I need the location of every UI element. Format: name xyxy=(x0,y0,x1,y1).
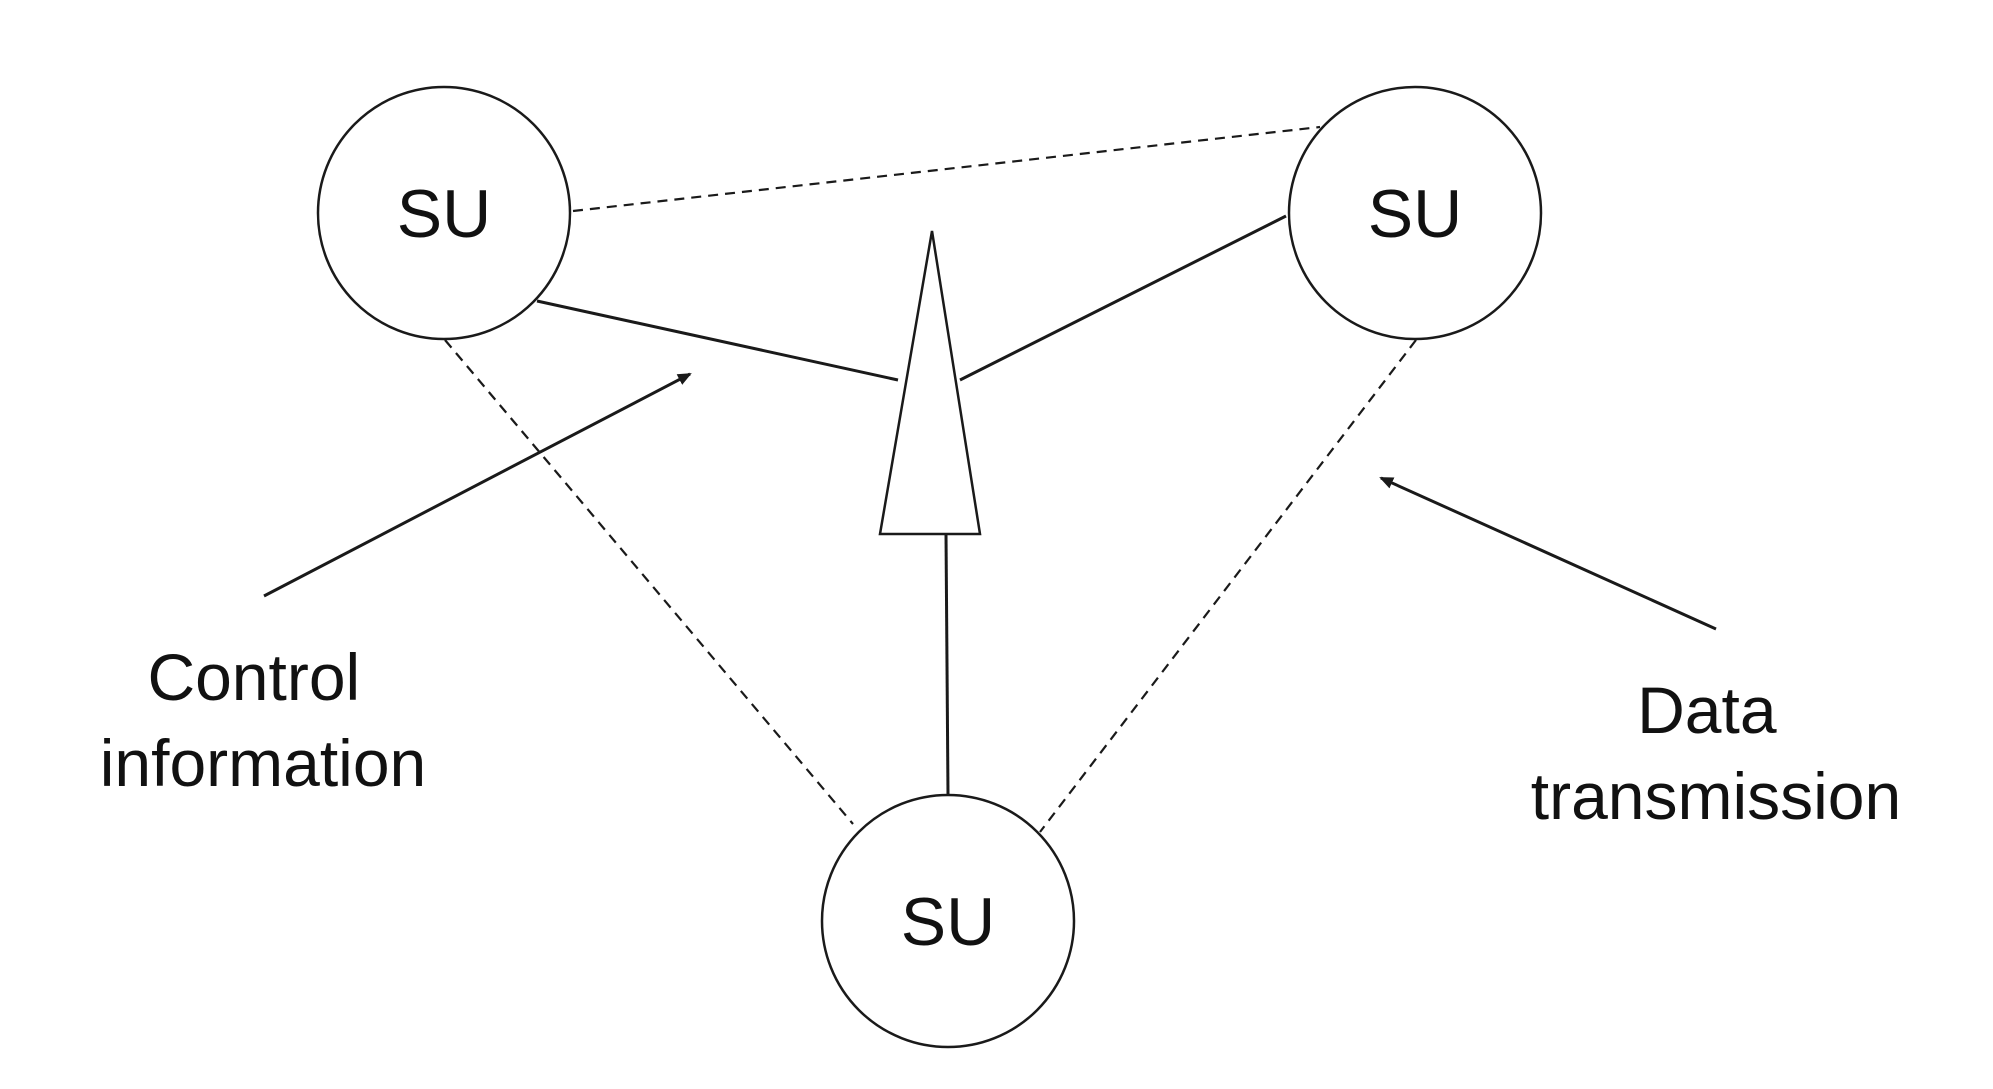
su-node-label: SU xyxy=(901,884,995,960)
data-transmission-label: Data transmission xyxy=(1531,673,1901,833)
data-pointer-arrow xyxy=(1379,476,1717,631)
control-link-left xyxy=(536,299,899,382)
control-link-bottom xyxy=(944,533,950,796)
data-link-top xyxy=(572,125,1321,213)
su-node-label: SU xyxy=(397,176,491,252)
control-link-right xyxy=(959,214,1287,382)
su-node-top-right: SU xyxy=(1287,85,1543,341)
control-information-label: Control information xyxy=(100,640,427,800)
su-node-top-left: SU xyxy=(316,85,572,341)
data-link-right xyxy=(1039,339,1417,833)
control-label-line2: information xyxy=(100,726,427,800)
control-pointer-arrow xyxy=(263,372,692,598)
data-label-line2: transmission xyxy=(1531,759,1901,833)
su-node-bottom: SU xyxy=(820,793,1076,1049)
su-node-label: SU xyxy=(1368,176,1462,252)
data-label-line1: Data xyxy=(1637,673,1777,747)
data-link-left xyxy=(444,339,854,825)
control-label-line1: Control xyxy=(147,640,360,714)
antenna-icon xyxy=(878,230,982,536)
